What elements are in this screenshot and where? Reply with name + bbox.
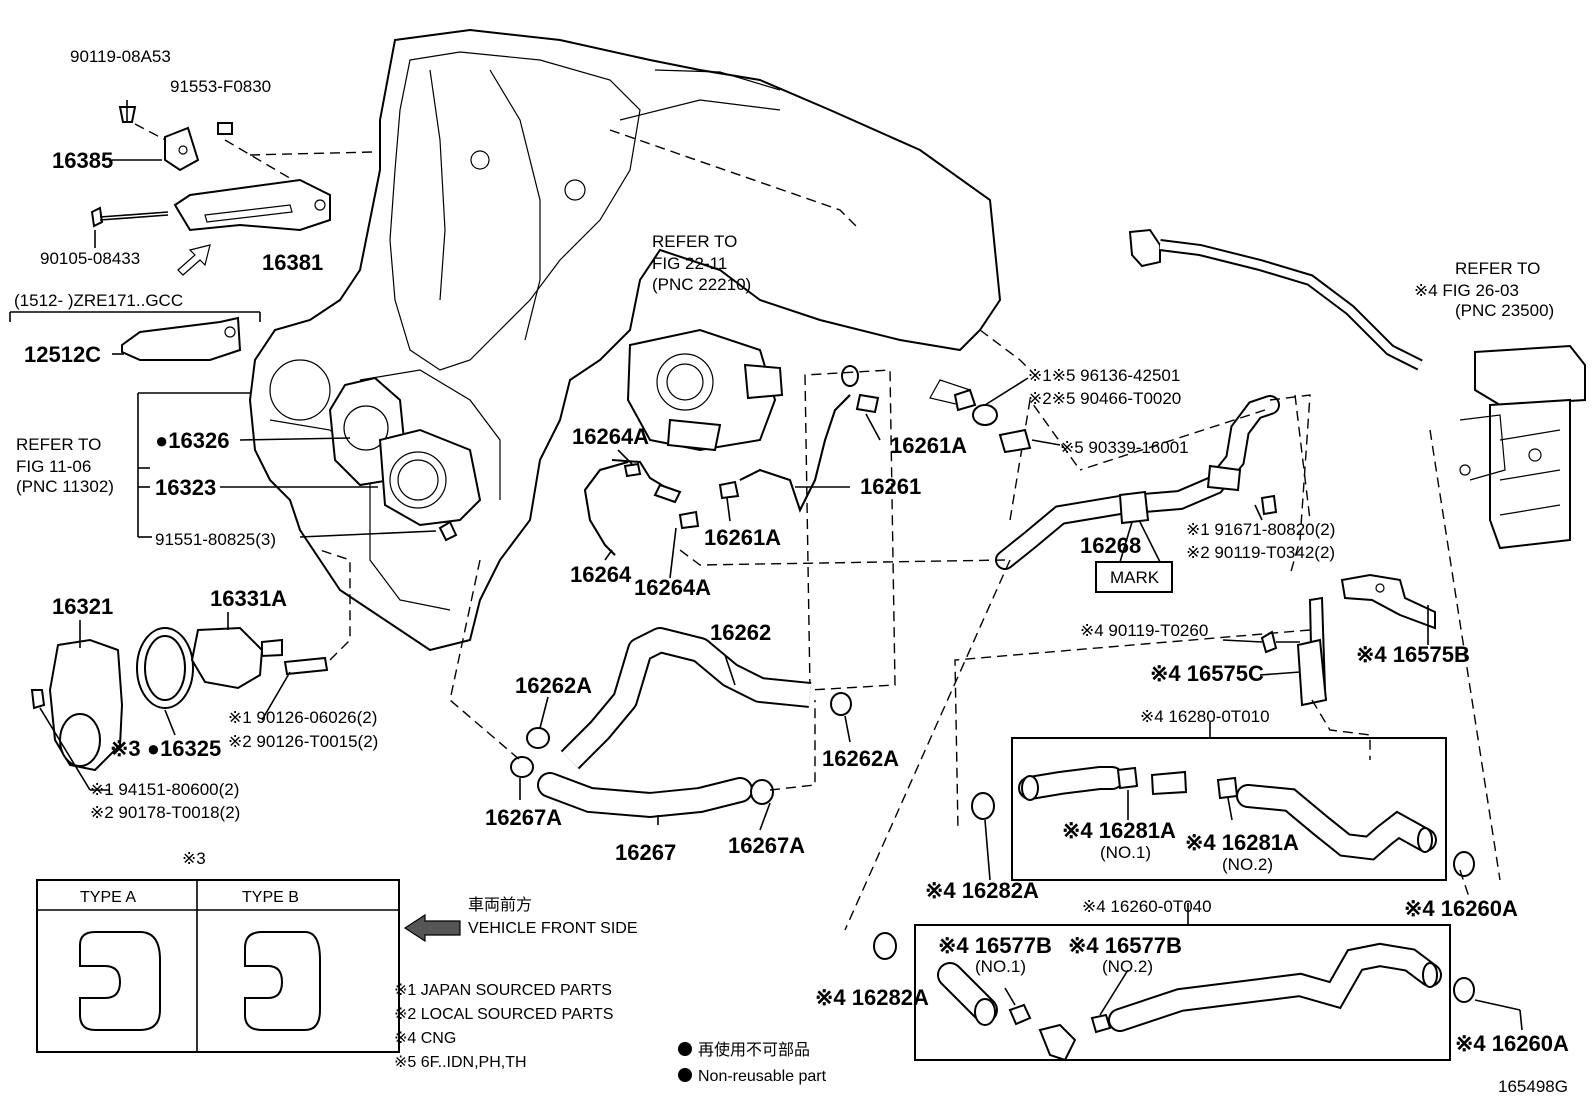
part-labels: 90119-08A53 91553-F0830 16385 16381 9010…	[14, 47, 1569, 1096]
label-refer-22-11-c: (PNC 22210)	[652, 275, 751, 294]
note-cng: ※4 CNG	[394, 1030, 456, 1047]
label-refer-26-03-c: (PNC 23500)	[1455, 301, 1554, 320]
label-16321: 16321	[52, 594, 113, 619]
front-side-en: VEHICLE FRONT SIDE	[468, 920, 638, 937]
label-16261A-bottom: 16261A	[704, 525, 781, 550]
label-mark: MARK	[1110, 568, 1160, 587]
type-table-heading: ※3	[182, 849, 206, 868]
label-refer-22-11-b: FIG 22-11	[652, 254, 727, 273]
label-no1-a: (NO.1)	[1100, 843, 1151, 862]
throttle-hoses	[583, 365, 896, 691]
label-refer-11-06-a: REFER TO	[16, 435, 101, 454]
vehicle-front-arrow	[403, 913, 461, 943]
label-16268: 16268	[1080, 533, 1141, 558]
type-a-label: TYPE A	[80, 889, 136, 906]
label-12512C: 12512C	[24, 342, 101, 367]
assy-box-0T010	[1011, 737, 1447, 881]
label-16385: 16385	[52, 148, 113, 173]
label-stud-1: ※1 90126-06026(2)	[228, 708, 377, 727]
cng-regulator	[1128, 228, 1586, 881]
water-outlet-group	[30, 376, 482, 772]
label-stud-2: ※2 90126-T0015(2)	[228, 732, 378, 751]
label-16577B-no1: ※4 16577B	[938, 933, 1052, 958]
label-16326: ●16326	[155, 428, 229, 453]
label-16281A-no2: ※4 16281A	[1185, 830, 1299, 855]
label-refer-11-06-b: FIG 11-06	[16, 457, 91, 476]
label-hose-1: ※1※5 96136-42501	[1028, 366, 1180, 385]
label-gasket-1: ※1 94151-80600(2)	[90, 780, 239, 799]
label-16575B: ※4 16575B	[1356, 642, 1470, 667]
throttle-body	[626, 328, 784, 452]
type-b-label: TYPE B	[242, 889, 299, 906]
note-local-sourced: ※2 LOCAL SOURCED PARTS	[394, 1006, 613, 1023]
label-applicability: (1512- )ZRE171..GCC	[14, 291, 183, 310]
note-6f-markets: ※5 6F..IDN,PH,TH	[394, 1054, 527, 1071]
label-16262A-right: 16262A	[822, 746, 899, 771]
label-16267A-left: 16267A	[485, 805, 562, 830]
label-16264A-bottom: 16264A	[634, 575, 711, 600]
label-16575C: ※4 16575C	[1150, 661, 1264, 686]
label-16260-0T040: ※4 16260-0T040	[1082, 897, 1212, 916]
label-hose-3: ※5 90339-16001	[1060, 438, 1189, 457]
type-table	[36, 879, 400, 1053]
label-16577B-no2: ※4 16577B	[1068, 933, 1182, 958]
label-91553-F0830: 91553-F0830	[170, 77, 271, 96]
label-refer-26-03-a: REFER TO	[1455, 259, 1540, 278]
label-16264: 16264	[570, 562, 632, 587]
label-90105-08433: 90105-08433	[40, 249, 140, 268]
label-refer-26-03-b: ※4 FIG 26-03	[1414, 281, 1519, 300]
label-90119-08A53: 90119-08A53	[70, 47, 171, 66]
label-no2-a: (NO.2)	[1222, 855, 1273, 874]
label-hose-2: ※2※5 90466-T0020	[1028, 389, 1181, 408]
legend-en: Non-reusable part	[698, 1068, 827, 1085]
label-16325: ※3 ●16325	[110, 736, 221, 761]
label-16280-0T010: ※4 16280-0T010	[1140, 707, 1270, 726]
hose-16268	[679, 394, 1311, 593]
note-japan-sourced: ※1 JAPAN SOURCED PARTS	[394, 982, 612, 999]
hose-pieces	[953, 377, 1061, 454]
cng-brackets	[954, 573, 1436, 831]
legend-bullet-jp	[678, 1042, 692, 1056]
label-gasket-2: ※2 90178-T0018(2)	[90, 803, 240, 822]
assy-box-0T040	[914, 924, 1451, 1062]
label-16282A-top: ※4 16282A	[925, 878, 1039, 903]
label-no2-b: (NO.2)	[1102, 957, 1153, 976]
bracket-group	[9, 100, 373, 361]
label-16264A-top: 16264A	[572, 424, 649, 449]
label-16260A-bottom: ※4 16260A	[1455, 1031, 1569, 1056]
label-16261A-top: 16261A	[890, 433, 967, 458]
label-91671-80820: ※1 91671-80820(2)	[1186, 520, 1335, 539]
label-90119-T0260: ※4 90119-T0260	[1080, 621, 1208, 640]
legend-jp: 再使用不可部品	[698, 1041, 810, 1059]
label-16331A: 16331A	[210, 586, 287, 611]
diagram-id: 165498G	[1498, 1077, 1568, 1096]
label-16323: 16323	[155, 475, 216, 500]
label-16262: 16262	[710, 620, 771, 645]
label-90119-T0342: ※2 90119-T0342(2)	[1186, 543, 1335, 562]
label-16267A-right: 16267A	[728, 833, 805, 858]
label-16381: 16381	[262, 250, 323, 275]
legend-bullet-en	[678, 1068, 692, 1082]
label-16260A-top: ※4 16260A	[1404, 896, 1518, 921]
label-16281A-no1: ※4 16281A	[1062, 818, 1176, 843]
label-91551-80825: 91551-80825(3)	[155, 530, 276, 549]
leader-lines	[39, 159, 1429, 925]
label-16261: 16261	[860, 474, 921, 499]
label-16282A-bottom: ※4 16282A	[815, 985, 929, 1010]
label-16262A-left: 16262A	[515, 673, 592, 698]
cng-clamps	[844, 559, 1523, 1031]
front-side-jp: 車両前方	[468, 896, 532, 914]
lower-hoses	[449, 559, 852, 819]
label-16267: 16267	[615, 840, 676, 865]
timing-chain-cover-drawing	[248, 28, 1041, 652]
label-refer-11-06-c: (PNC 11302)	[16, 477, 114, 496]
label-no1-b: (NO.1)	[975, 957, 1026, 976]
label-refer-22-11-a: REFER TO	[652, 232, 737, 251]
